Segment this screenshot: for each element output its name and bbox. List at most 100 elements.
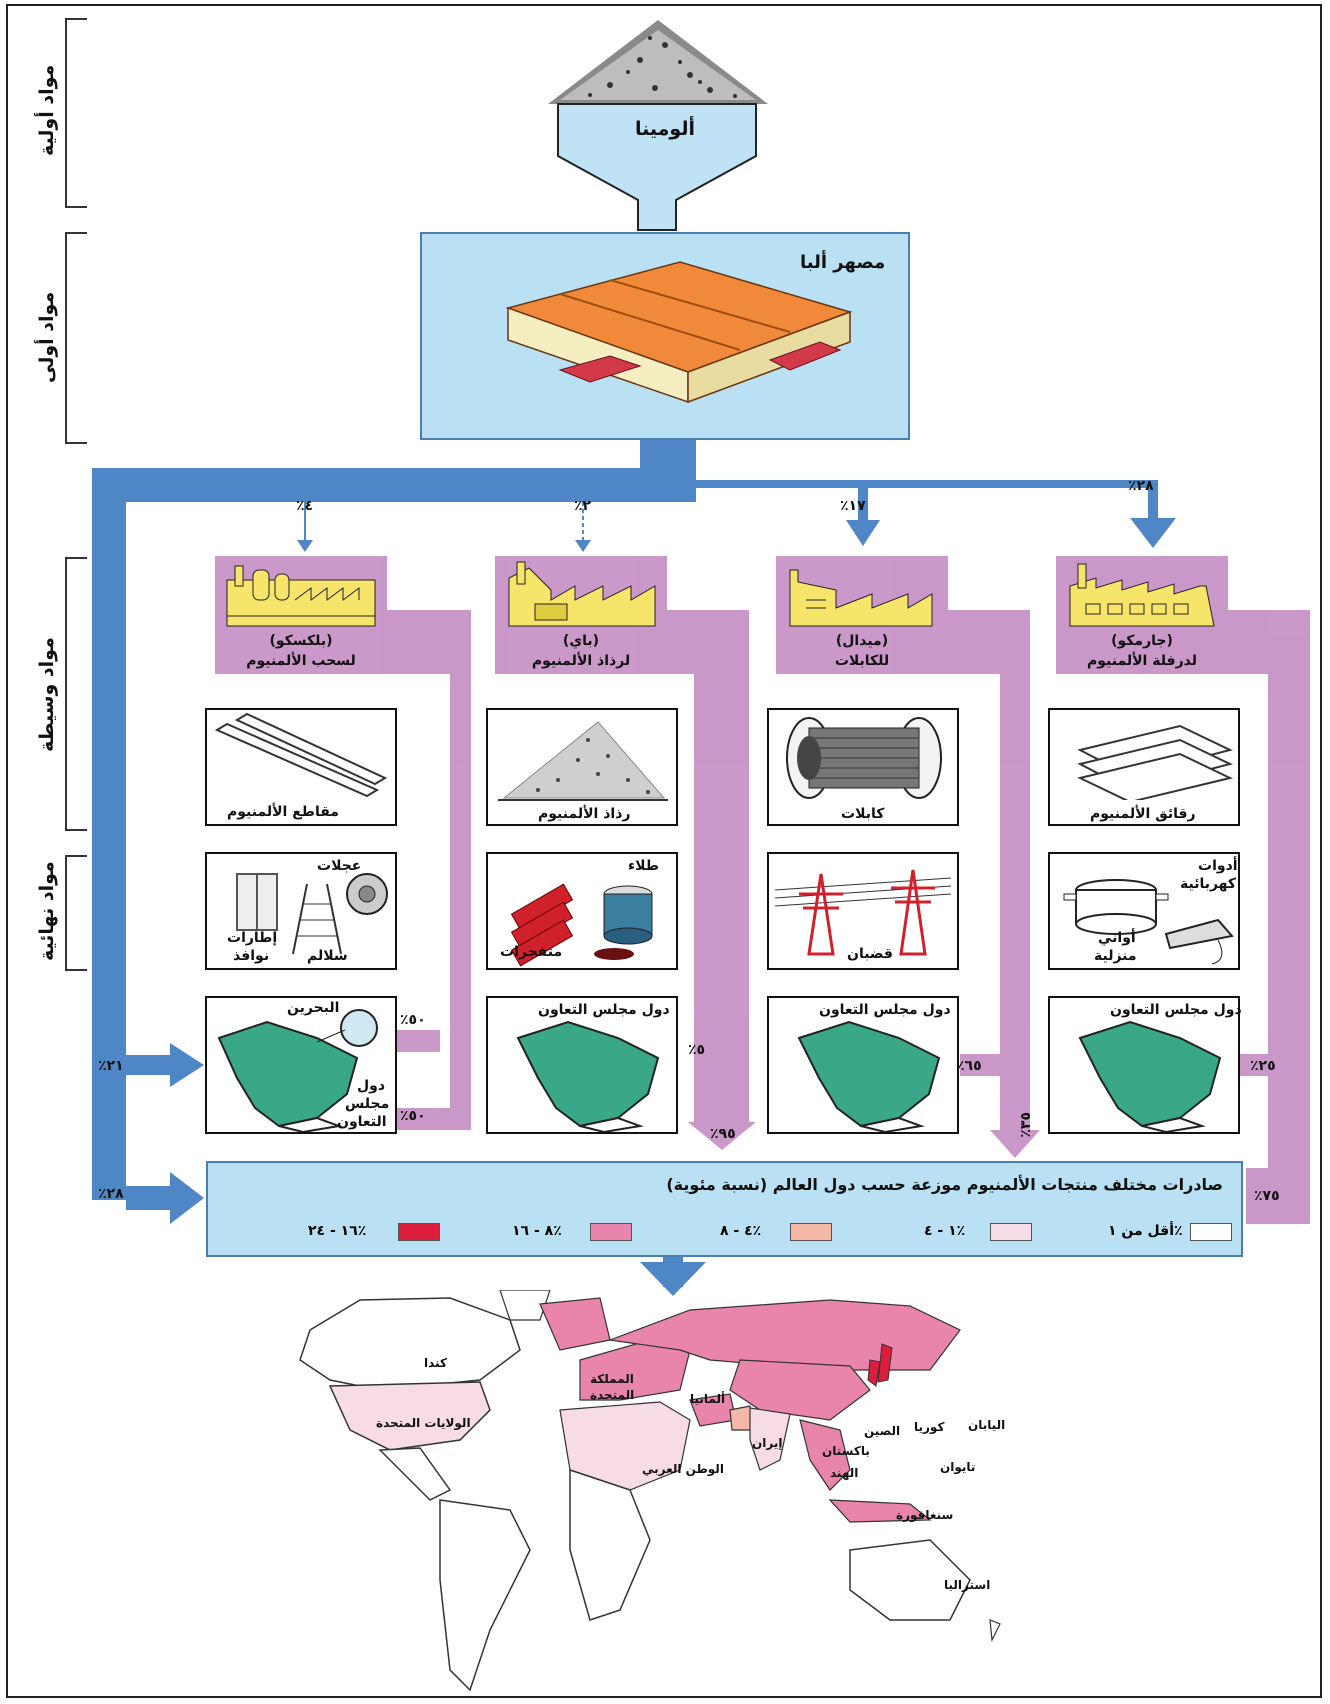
branch-percent-bay: ٪٢ bbox=[574, 498, 592, 514]
map-india bbox=[749, 1407, 791, 1471]
branch-percent-drsm: ٪٤ bbox=[296, 498, 314, 514]
intermediate-box-profiles: مقاطع الألمنيوم bbox=[205, 708, 397, 826]
gcc-box-col4: دول مجلس التعاون bbox=[1048, 996, 1242, 1134]
export-panel-title: صادرات مختلف منتجات الألمنيوم موزعة حسب … bbox=[666, 1175, 1223, 1194]
map-label-arab: الوطن العربي bbox=[642, 1462, 724, 1476]
hopper-label: ألومينا bbox=[635, 118, 695, 140]
map-usa bbox=[328, 1381, 491, 1451]
stage-bracket-final bbox=[65, 855, 87, 971]
factory-name-paren: (باي) bbox=[562, 633, 600, 649]
branch-percent-garmco: ٪٢٨ bbox=[1128, 478, 1154, 494]
cooking-pot-icon bbox=[1063, 879, 1169, 935]
gcc-box-col3: دول مجلس التعاون bbox=[767, 996, 959, 1134]
gcc-map-icon bbox=[516, 1020, 660, 1134]
final-products-col4-icons bbox=[1063, 879, 1234, 965]
ladder-icon bbox=[292, 883, 342, 955]
intermediate-box-cables: كابلات bbox=[767, 708, 959, 826]
final-products-col1-icons bbox=[236, 873, 388, 955]
factory-icon bbox=[508, 561, 656, 627]
factory-icon bbox=[226, 565, 376, 627]
gcc-box-col2: دول مجلس التعاون bbox=[486, 996, 678, 1134]
map-label-taiwan: تايوان bbox=[940, 1460, 976, 1474]
factory-icon bbox=[1069, 563, 1215, 627]
aluminium-profiles-icon bbox=[214, 712, 388, 798]
gcc-map-icon bbox=[217, 1009, 378, 1134]
map-china bbox=[729, 1359, 871, 1421]
final-label-explosives: متفجرات bbox=[500, 944, 563, 960]
final-products-col2-icons bbox=[510, 883, 653, 967]
factory-name-desc: لسحب الألمنيوم bbox=[246, 653, 356, 669]
wheel-icon bbox=[346, 873, 388, 915]
legend-swatch-2 bbox=[790, 1223, 832, 1241]
final-label-tools: أدوات bbox=[1198, 858, 1238, 874]
branch-percent-midal: ٪١٧ bbox=[840, 498, 866, 514]
factory-name-paren: (بلكسكو) bbox=[269, 633, 333, 649]
map-scandinavia bbox=[539, 1297, 611, 1351]
diagram-frame bbox=[6, 4, 1322, 1698]
gcc-box-title: دول مجلس التعاون bbox=[819, 1002, 951, 1018]
stage-bracket-intermediate bbox=[65, 557, 87, 831]
gcc-percent-col2-out: ٪٩٥ bbox=[710, 1126, 736, 1142]
map-canada bbox=[299, 1297, 521, 1391]
factory-bay: (باي) لرذاذ الألمنيوم bbox=[495, 560, 667, 674]
left-flow-percent-export: ٪٢٨ bbox=[98, 1186, 124, 1202]
final-label-wheels: عجلات bbox=[317, 858, 362, 874]
map-label-australia: استراليا bbox=[944, 1578, 991, 1592]
smelter-building-icon bbox=[505, 261, 853, 404]
legend-swatch-3 bbox=[590, 1223, 632, 1241]
cable-spool-icon bbox=[786, 717, 942, 799]
map-korea bbox=[867, 1359, 881, 1387]
aluminium-foil-icon bbox=[1077, 724, 1233, 804]
factory-name-desc: لدرفلة الألمنيوم bbox=[1087, 653, 1197, 669]
final-box-col2: طلاء متفجرات bbox=[486, 852, 678, 970]
gcc-box-col1: البحرين دول مجلس التعاون bbox=[205, 996, 397, 1134]
map-label-germany: ألمانيا bbox=[690, 1392, 726, 1406]
map-label-korea: كوريا bbox=[914, 1420, 945, 1434]
legend-label-1: ١ - ٤٪ bbox=[924, 1223, 966, 1239]
ore-pile-icon bbox=[548, 20, 768, 104]
final-label-household: منزلية bbox=[1094, 948, 1137, 964]
factory-name-desc: للكابلات bbox=[834, 653, 890, 669]
factory-name-desc: لرذاذ الألمنيوم bbox=[531, 653, 631, 669]
legend-label-3: ٨ - ١٦٪ bbox=[512, 1223, 562, 1239]
smelter-label: مصهر ألبا bbox=[800, 252, 886, 273]
gcc-box-title: دول مجلس التعاون bbox=[1110, 1002, 1242, 1018]
intermediate-box-foil: رقائق الألمنيوم bbox=[1048, 708, 1240, 826]
final-box-col3: قضبان bbox=[767, 852, 959, 970]
final-label-rods: قضبان bbox=[847, 946, 893, 962]
powder-pile-icon bbox=[498, 721, 668, 801]
gcc-label-line3: التعاون bbox=[337, 1114, 387, 1130]
factory-name-paren: (ميدال) bbox=[835, 633, 889, 649]
intermediate-label: رذاذ الألمنيوم bbox=[538, 806, 631, 822]
map-greenland bbox=[499, 1290, 551, 1321]
map-label-uk: المملكة bbox=[590, 1372, 634, 1386]
map-indonesia bbox=[828, 1499, 932, 1523]
final-label-paint: طلاء bbox=[628, 858, 659, 874]
legend-swatch-4 bbox=[398, 1223, 440, 1241]
gcc-percent-col1-top: ٪٥٠ bbox=[400, 1012, 426, 1028]
map-africa bbox=[569, 1468, 651, 1621]
gcc-map-icon bbox=[797, 1020, 941, 1134]
gcc-percent-col3-out: ٪٣٥ bbox=[1018, 1112, 1034, 1138]
gcc-percent-col2-in: ٪٥ bbox=[688, 1042, 706, 1058]
power-pylons-icon bbox=[774, 869, 952, 956]
map-pakistan bbox=[729, 1405, 753, 1431]
factory-name-paren: (جارمكو) bbox=[1111, 633, 1173, 649]
intermediate-box-powder: رذاذ الألمنيوم bbox=[486, 708, 678, 826]
world-map bbox=[299, 1290, 1001, 1692]
map-australia bbox=[849, 1539, 971, 1621]
map-label-uk2: المتحدة bbox=[590, 1388, 635, 1402]
map-label-singapore: سنغافورة bbox=[896, 1508, 954, 1522]
factory-icon bbox=[789, 569, 933, 627]
final-box-col1: عجلات إطارات نوافذ سلالم bbox=[205, 852, 397, 970]
map-russia bbox=[609, 1299, 961, 1371]
gcc-percent-col4-out: ٪٧٥ bbox=[1254, 1188, 1280, 1204]
paint-can-icon bbox=[594, 885, 653, 960]
dynamite-icon bbox=[510, 883, 574, 967]
final-label-ladders: سلالم bbox=[307, 948, 348, 964]
map-southeast-asia bbox=[799, 1419, 851, 1491]
map-label-canada: كندا bbox=[424, 1356, 447, 1370]
map-label-usa: الولايات المتحدة bbox=[376, 1416, 471, 1430]
hopper-icon bbox=[557, 103, 757, 231]
map-label-china: الصين bbox=[864, 1424, 901, 1438]
